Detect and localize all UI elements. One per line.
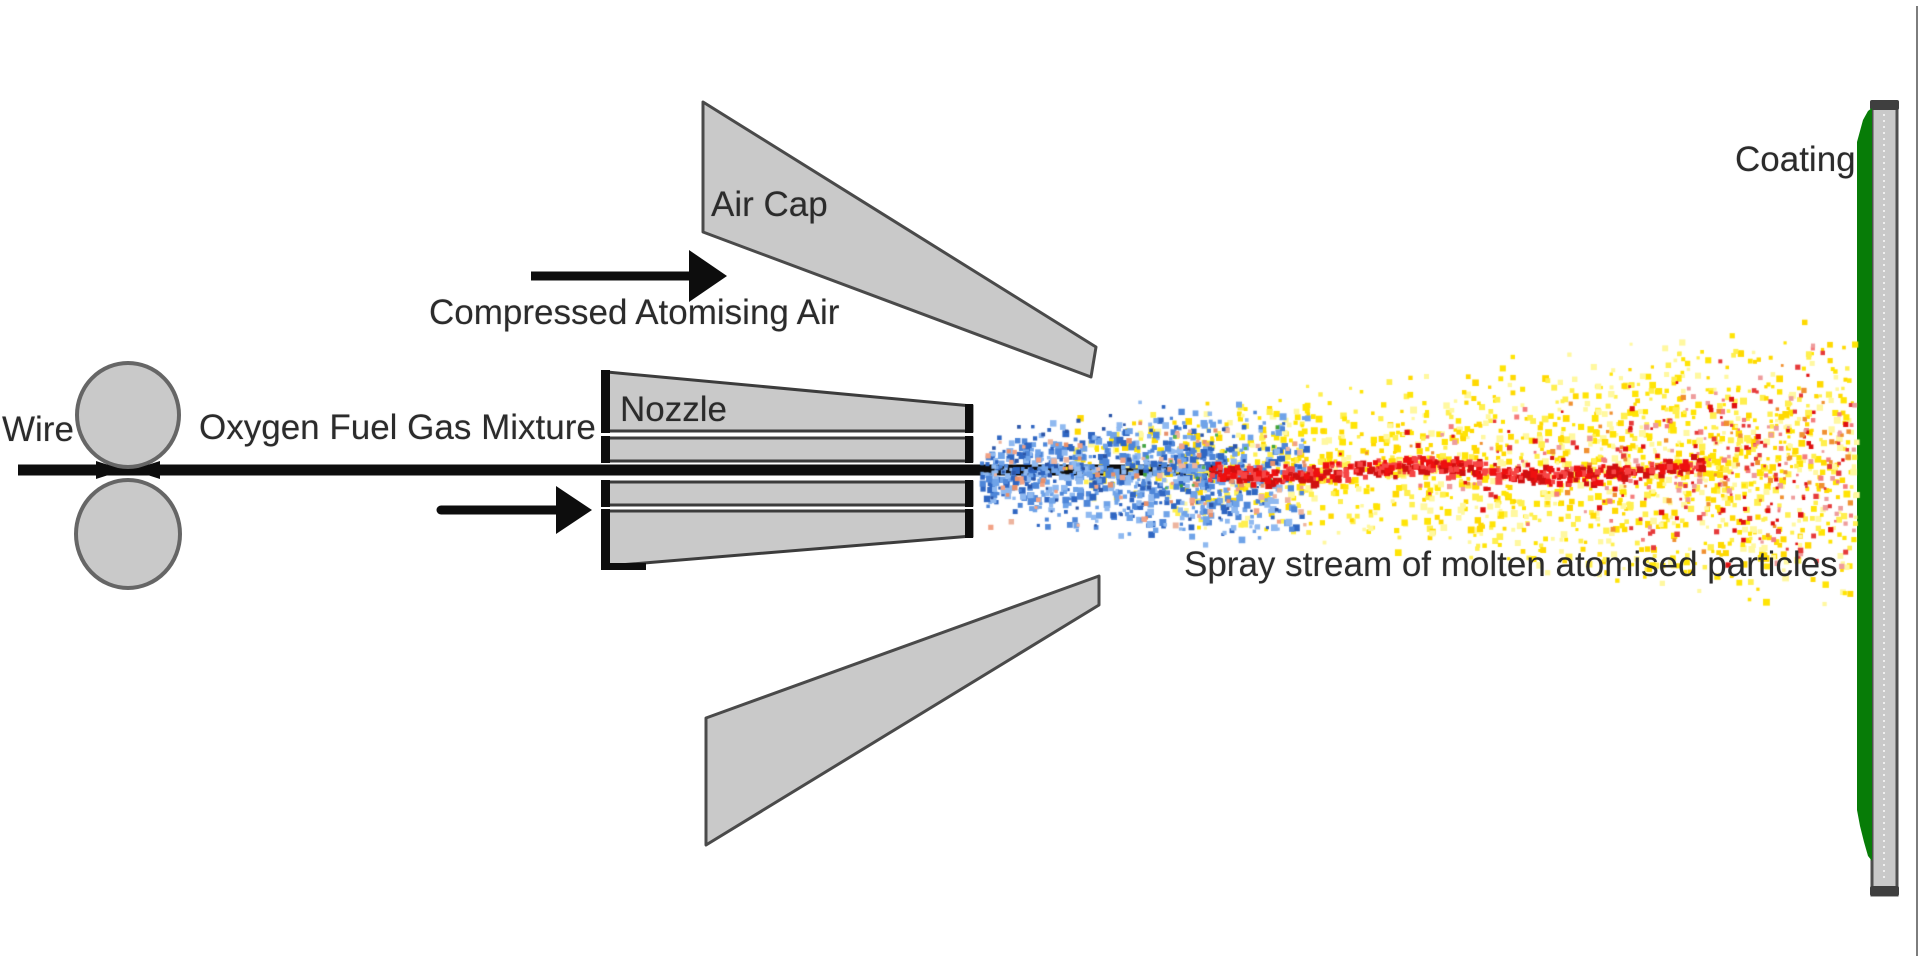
- coating-label: Coating: [1735, 140, 1856, 179]
- nozzle-label: Nozzle: [620, 390, 727, 429]
- wire-label: Wire: [2, 410, 74, 449]
- oxygen-fuel-gas-label: Oxygen Fuel Gas Mixture: [199, 408, 596, 447]
- compressed-air-label: Compressed Atomising Air: [429, 293, 840, 332]
- air-cap-label: Air Cap: [711, 185, 828, 224]
- spray-stream-label: Spray stream of molten atomised particle…: [1184, 545, 1838, 584]
